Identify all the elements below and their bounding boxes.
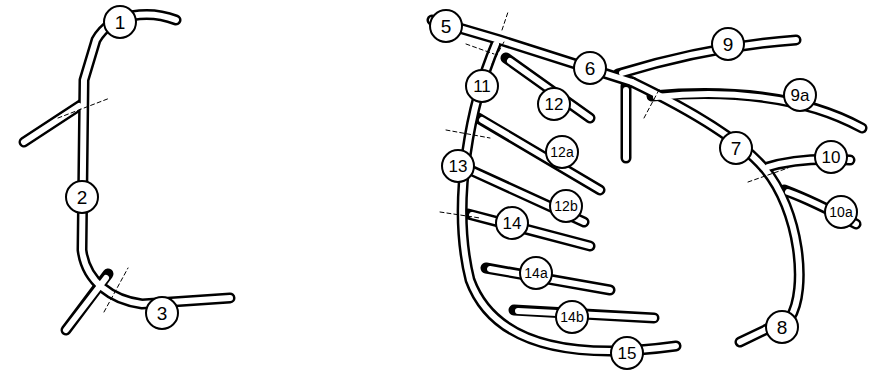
segment-circle: 12b <box>549 189 583 223</box>
segment-circle: 13 <box>441 149 475 183</box>
segment-circle: 12a <box>545 135 579 169</box>
segment-number: 12b <box>554 199 577 213</box>
segment-divider <box>58 12 788 312</box>
vessel-lumen <box>24 15 862 352</box>
segment-number: 10a <box>829 205 852 219</box>
segment-circle: 9 <box>711 27 745 61</box>
segment-number: 12a <box>550 145 573 159</box>
segment-circle: 7 <box>719 131 753 165</box>
segment-circle: 15 <box>610 336 644 370</box>
segment-number: 13 <box>449 158 468 175</box>
segment-circle: 14 <box>495 206 529 240</box>
segment-number: 6 <box>585 59 596 78</box>
segment-circle: 6 <box>573 51 607 85</box>
segment-circle: 1 <box>103 5 137 39</box>
vessel-outline <box>24 15 862 352</box>
segment-circle: 14a <box>519 256 553 290</box>
segment-circle: 8 <box>765 310 799 344</box>
segment-number: 10 <box>822 149 841 166</box>
segment-number: 14 <box>503 215 522 232</box>
segment-number: 15 <box>618 345 637 362</box>
segment-number: 9a <box>791 87 810 104</box>
segment-number: 2 <box>77 188 88 207</box>
segment-number: 3 <box>157 304 168 323</box>
segment-circle: 10 <box>814 140 848 174</box>
segment-number: 8 <box>777 318 788 337</box>
segment-number: 1 <box>115 13 126 32</box>
segment-circle: 3 <box>145 296 179 330</box>
segment-circle: 10a <box>824 195 858 229</box>
segment-circle: 9a <box>783 78 817 112</box>
segment-number: 12 <box>545 96 564 113</box>
segment-circle: 14b <box>555 300 589 334</box>
segment-number: 9 <box>723 35 734 54</box>
segment-number: 11 <box>473 78 491 95</box>
segment-number: 5 <box>441 17 452 36</box>
segment-number: 14a <box>524 266 547 280</box>
segment-number: 14b <box>560 310 583 324</box>
segment-number: 7 <box>731 139 742 158</box>
segment-circle: 11 <box>465 69 499 103</box>
segment-circle: 5 <box>429 9 463 43</box>
segment-circle: 12 <box>537 87 571 121</box>
segment-circle: 2 <box>65 180 99 214</box>
